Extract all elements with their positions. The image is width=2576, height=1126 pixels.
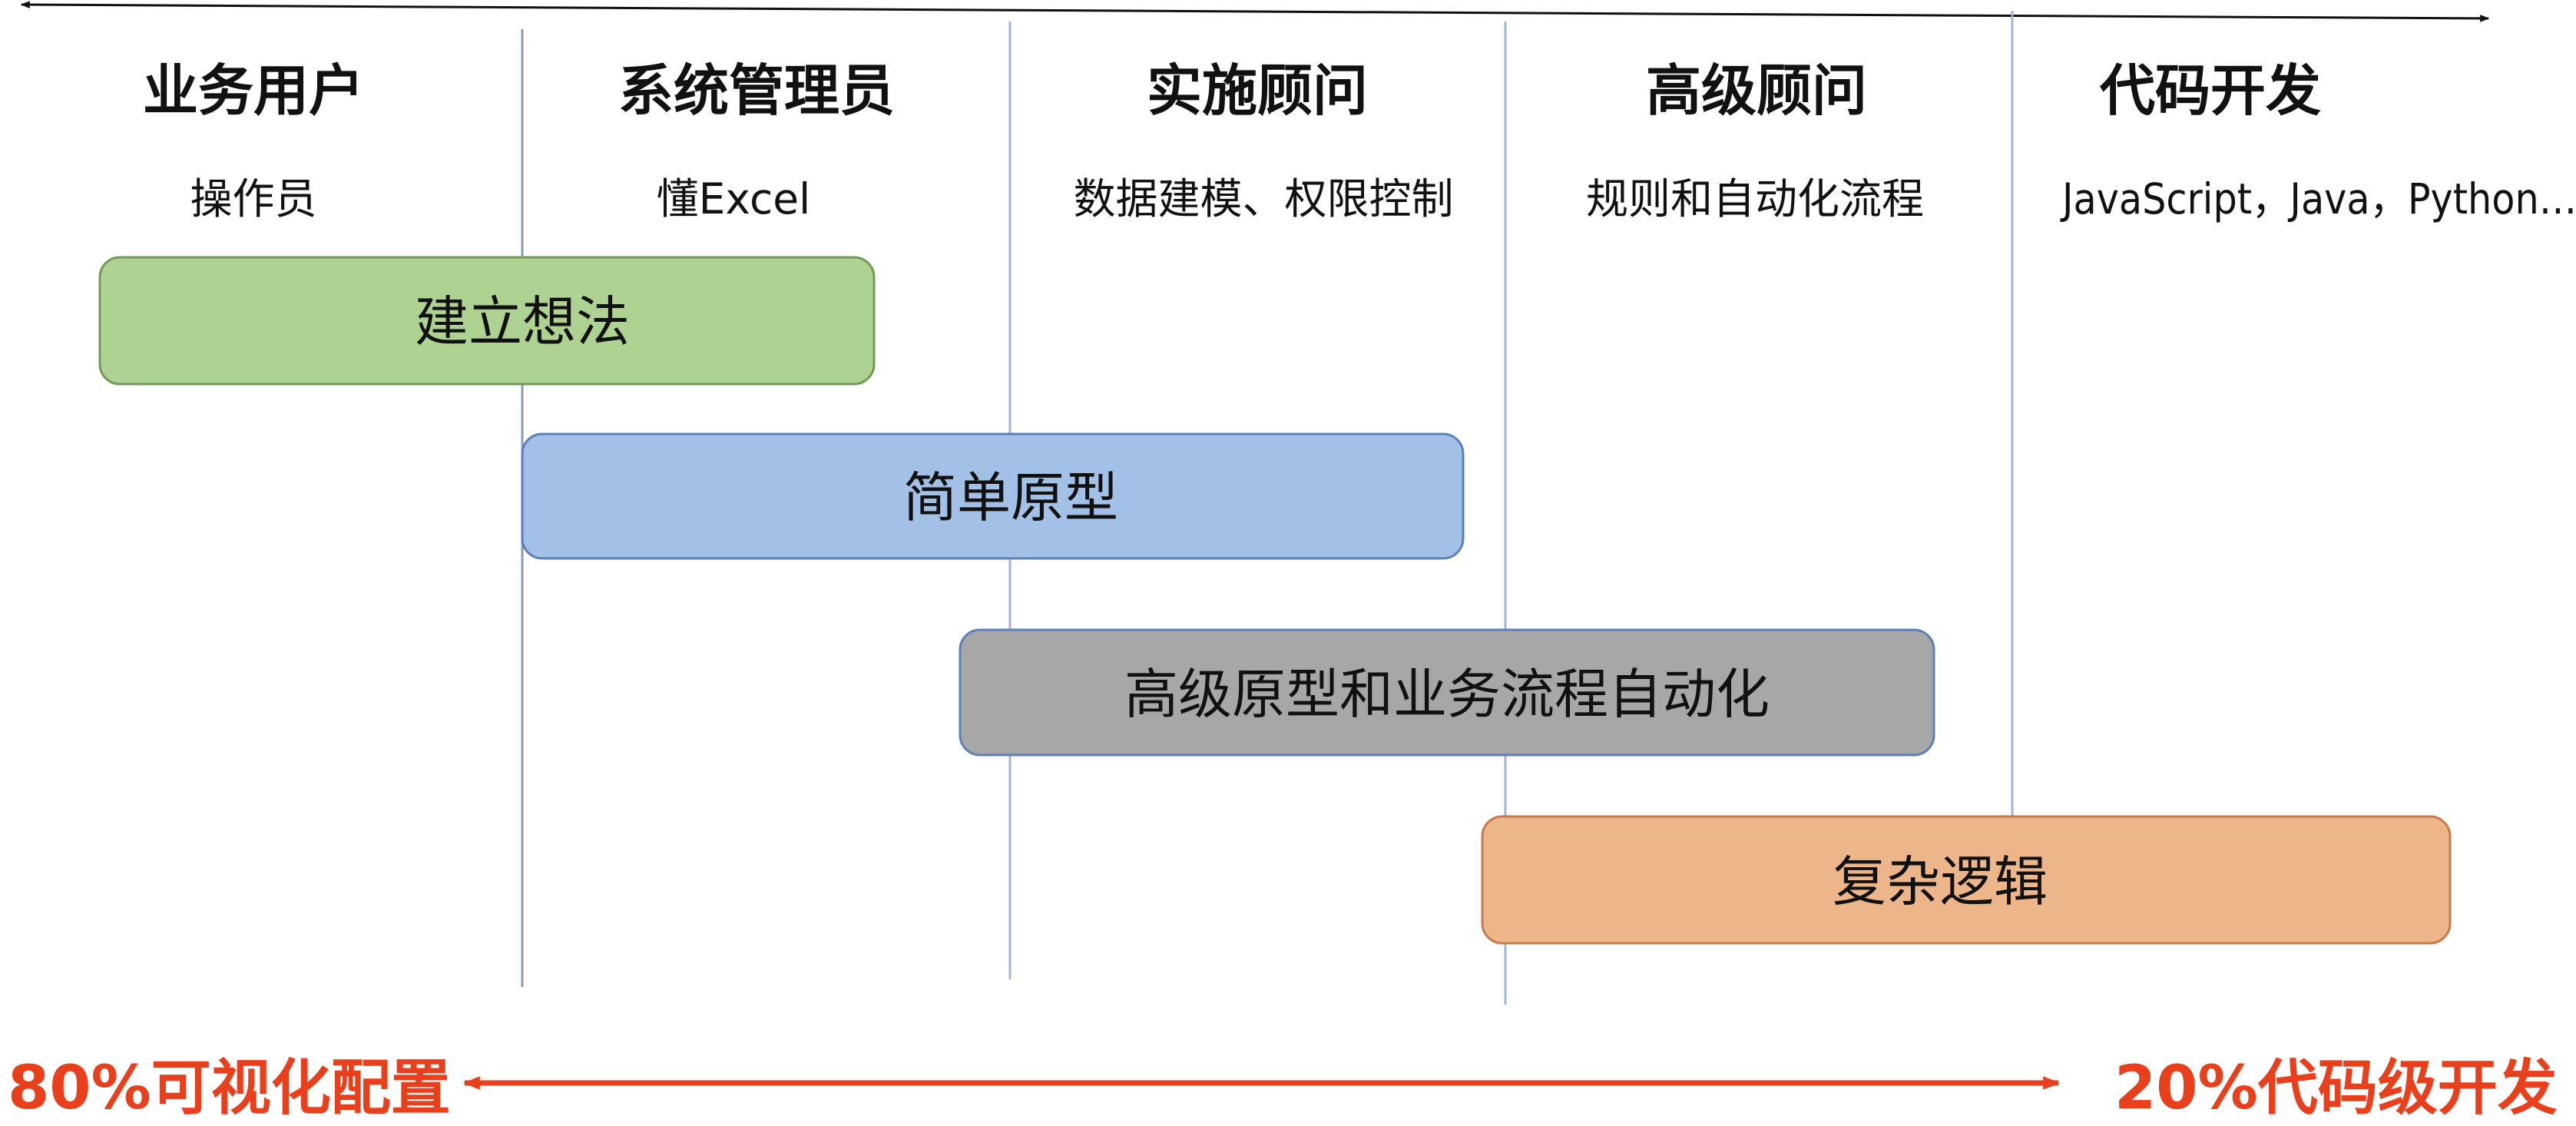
capability-bar-advanced-prototype: 高级原型和业务流程自动化: [959, 628, 1935, 757]
column-title-system-admin: 系统管理员: [618, 58, 895, 123]
bar-idea-box: [98, 256, 876, 386]
column-title-code-development: 代码开发: [2099, 58, 2321, 123]
bottom-right-label: 20%代码级开发: [2114, 1054, 2558, 1123]
bar-advanced-prototype-box: [959, 628, 1935, 757]
bar-complex-logic-box: [1481, 815, 2452, 945]
capability-bar-idea: 建立想法: [98, 256, 876, 386]
column-subtitle-senior-consultant: 规则和自动化流程: [1586, 174, 1924, 224]
bar-simple-prototype-box: [521, 432, 1465, 560]
bottom-left-label: 80%可视化配置: [8, 1054, 451, 1123]
column-subtitle-code-development: JavaScript，Java，Python…: [2060, 174, 2576, 224]
capability-bar-simple-prototype: 简单原型: [521, 432, 1465, 560]
column-title-senior-consultant: 高级顾问: [1646, 58, 1867, 123]
column-subtitle-system-admin: 懂Excel: [657, 174, 811, 224]
top-axis-arrow: [20, 1, 2490, 22]
bar-simple-prototype-label: 简单原型: [903, 466, 1118, 529]
capability-bar-complex-logic: 复杂逻辑: [1481, 815, 2452, 945]
column-subtitle-implementation-consultant: 数据建模、权限控制: [1073, 174, 1453, 224]
column-subtitle-business-user: 操作员: [190, 174, 316, 224]
column-headers: 业务用户 系统管理员 实施顾问 高级顾问 代码开发 操作员 懂Excel 数据建…: [143, 58, 2576, 224]
column-title-implementation-consultant: 实施顾问: [1147, 58, 1368, 123]
bar-complex-logic-label: 复杂逻辑: [1833, 850, 2048, 913]
bar-idea-label: 建立想法: [415, 290, 630, 353]
bar-advanced-prototype-label: 高级原型和业务流程自动化: [1124, 663, 1770, 726]
column-title-business-user: 业务用户: [143, 58, 364, 123]
